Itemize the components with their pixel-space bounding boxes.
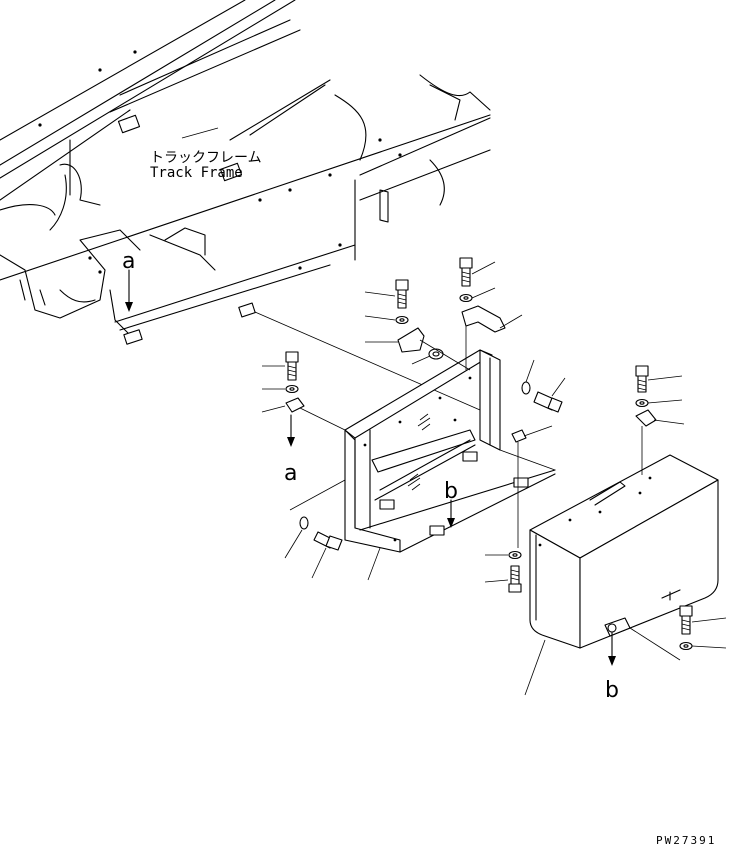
ref-label-b-tank: b xyxy=(605,678,619,703)
bolt-upper-left xyxy=(285,351,299,381)
tank-bracket xyxy=(344,349,556,553)
leader-bolt-um xyxy=(364,291,396,297)
ref-arrow-a-upper xyxy=(125,269,133,312)
leader-bolt-rb xyxy=(691,617,727,623)
bolt-right-top xyxy=(635,365,649,393)
track-frame xyxy=(0,0,491,345)
bolt-lower-left xyxy=(313,531,343,551)
leader-washer-ur xyxy=(471,287,496,299)
leader-clip-ul xyxy=(261,405,286,413)
frame-label-jp: トラックフレーム xyxy=(150,150,262,166)
bolt-lower-mid xyxy=(508,565,522,593)
ref-arrow-a-lower xyxy=(287,414,295,447)
leader-washer-side xyxy=(525,359,535,383)
leader-clip-rt xyxy=(653,419,685,425)
clip-upper-left xyxy=(285,397,305,413)
leader-bolt-rt xyxy=(647,375,683,381)
link-line-frame xyxy=(254,311,481,411)
leader-washer-um xyxy=(364,315,396,321)
leader-bolt-ur xyxy=(471,261,496,275)
leader-washer-ll xyxy=(284,529,303,559)
drawing-number: PW27391 xyxy=(656,834,716,847)
washer-upper-left xyxy=(285,384,299,394)
leader-washer-rb xyxy=(691,645,727,649)
bolt-upper-mid xyxy=(395,279,409,309)
spacer xyxy=(428,348,444,360)
leader-bolt-side xyxy=(551,377,566,397)
washer-side xyxy=(521,381,531,395)
leader-bolt-lm xyxy=(484,579,509,583)
washer-lower-left xyxy=(299,516,309,530)
washer-right-bottom xyxy=(679,641,693,651)
frame-label-en: Track Frame xyxy=(150,165,243,181)
ref-label-a-upper: a xyxy=(122,249,135,274)
bolt-side xyxy=(533,391,563,413)
link-clamp-bracket xyxy=(419,339,471,371)
clamp-upper-mid xyxy=(397,327,425,353)
washer-upper-right xyxy=(459,293,473,303)
frame-leader xyxy=(181,127,219,139)
bolt-right-bottom xyxy=(679,605,693,635)
clip-bracket-right xyxy=(511,429,527,443)
ref-arrow-b-tank xyxy=(608,631,616,666)
link-ear-washer xyxy=(629,627,681,661)
ref-arrow-b-bracket xyxy=(447,499,455,528)
leader-clip-br xyxy=(523,425,553,437)
leader-bracket xyxy=(367,547,381,581)
leader-bolt-ll xyxy=(311,547,327,579)
bracket-clip-upper-right xyxy=(461,305,506,333)
plane-line-right xyxy=(499,449,556,471)
link-clip-bracket xyxy=(299,407,346,431)
plane-line-left xyxy=(289,479,346,511)
washer-right-top xyxy=(635,398,649,408)
clip-right-top xyxy=(635,409,657,427)
ref-label-b-bracket: b xyxy=(444,479,458,504)
leader-clip-ur xyxy=(499,314,523,329)
leader-spacer xyxy=(411,355,431,365)
washer-lower-mid xyxy=(508,550,522,560)
washer-upper-mid xyxy=(395,315,409,325)
ref-label-a-lower: a xyxy=(284,461,297,486)
leader-tank xyxy=(524,639,546,696)
bolt-upper-right xyxy=(459,257,473,287)
leader-washer-rt xyxy=(647,399,683,404)
